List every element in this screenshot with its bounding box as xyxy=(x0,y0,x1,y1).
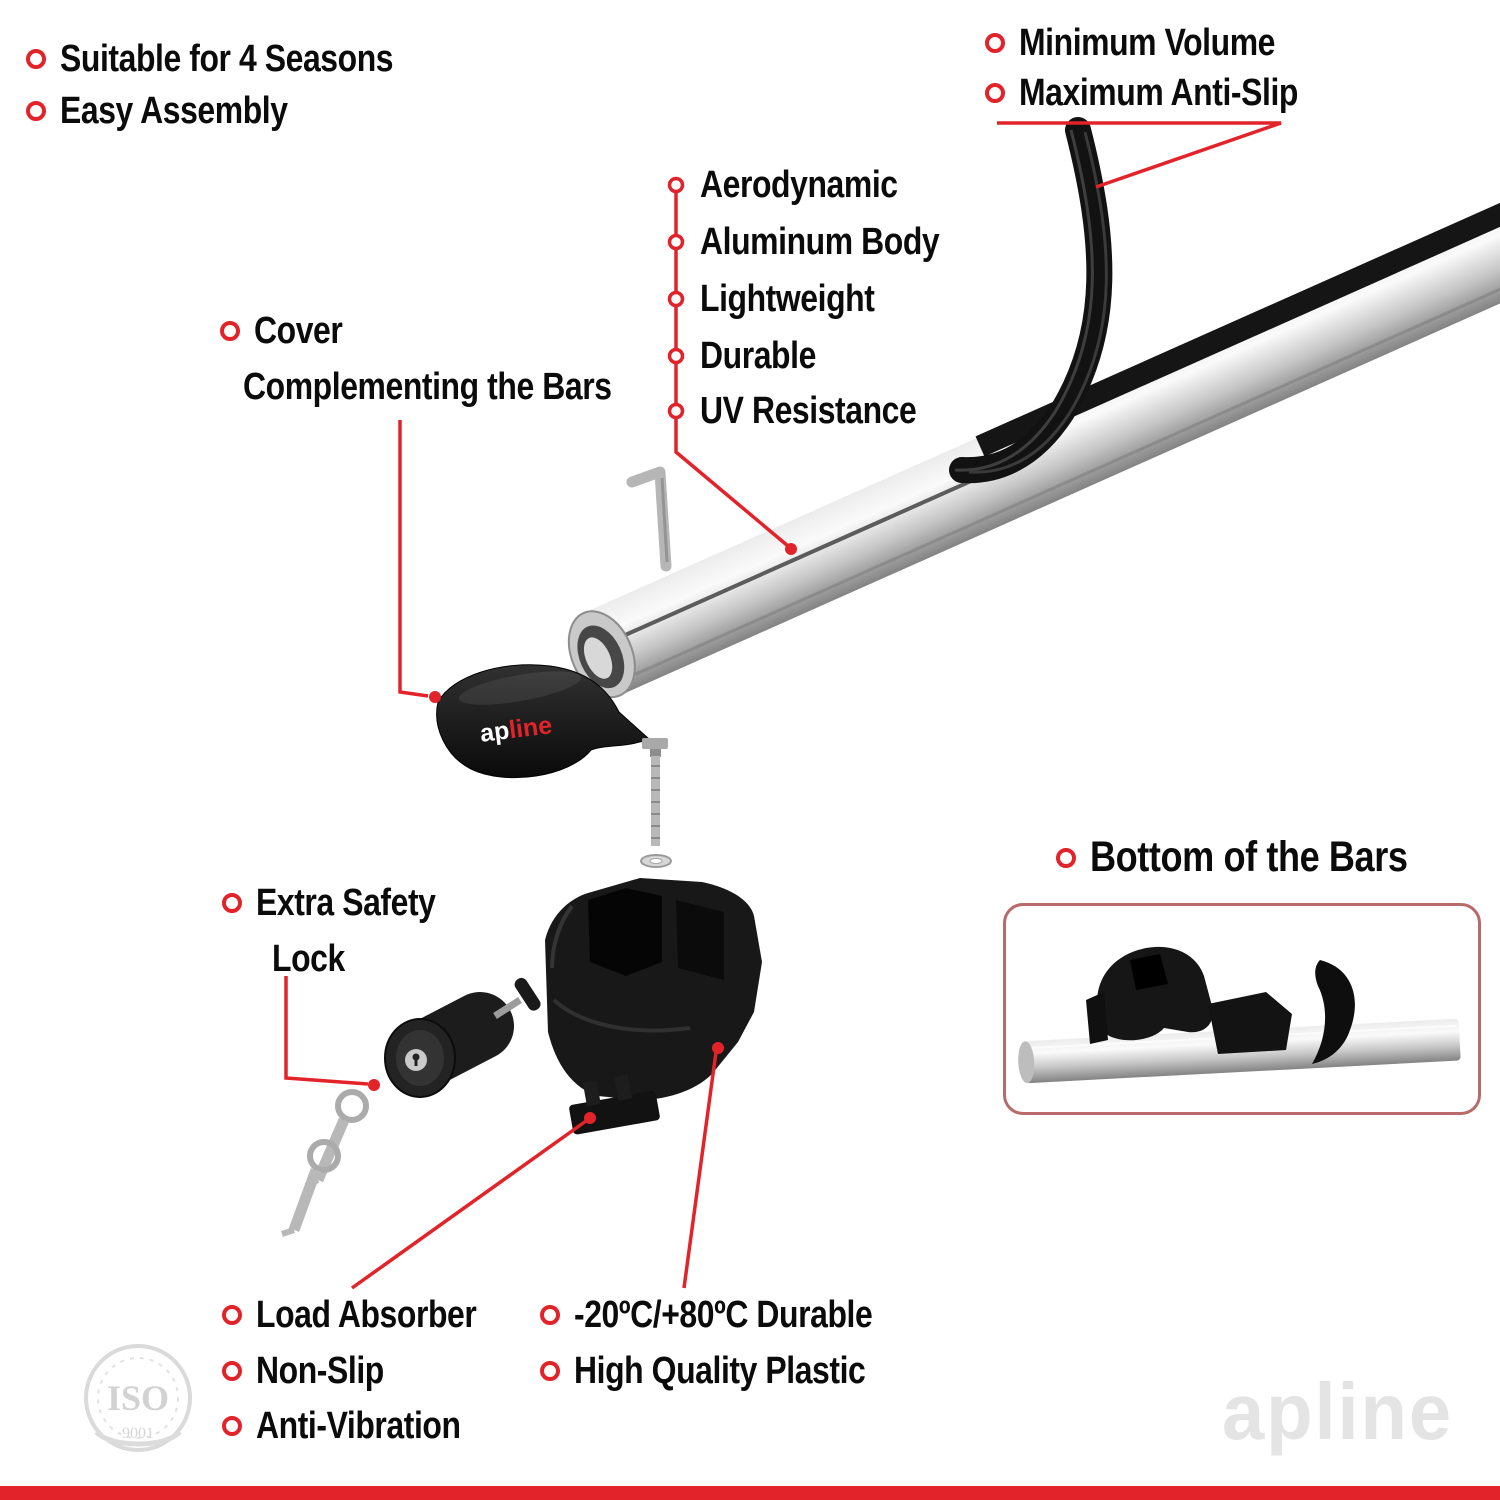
leader-cover xyxy=(398,420,429,698)
bullet-aluminum xyxy=(667,233,685,251)
foot-clamp-facet xyxy=(552,998,691,1033)
leader-load-absorber xyxy=(350,1119,588,1290)
rubber-strip-rib2 xyxy=(968,131,1108,474)
leader-durable xyxy=(682,1051,718,1289)
inset-clamp-head xyxy=(1097,946,1213,1041)
roof-bar-body xyxy=(581,101,1500,697)
foot-clamp-slot xyxy=(676,900,724,980)
bolt-threads xyxy=(651,765,660,839)
leader-dots xyxy=(368,543,797,1124)
washer xyxy=(640,854,672,868)
allen-key xyxy=(626,466,672,572)
lock-pin xyxy=(493,997,522,1019)
roof-bar xyxy=(567,99,1500,699)
lock-keyhole-slot xyxy=(414,1058,418,1066)
inset-clamp-notch xyxy=(1130,954,1168,990)
bolt-collar xyxy=(650,749,661,757)
dot-pad xyxy=(584,1112,596,1124)
leader-antislip xyxy=(997,121,1282,189)
roof-bar-endcap-core xyxy=(583,637,613,679)
washer-hole xyxy=(649,858,663,864)
logo-ap: ap xyxy=(478,716,510,747)
roof-bar-groove xyxy=(612,452,1032,643)
safety-lock xyxy=(384,977,541,1098)
bullet-durable xyxy=(667,347,685,365)
iso-title: ISO xyxy=(107,1378,169,1418)
iso-badge-dashes xyxy=(97,1357,179,1439)
key1-ring xyxy=(335,1089,369,1123)
bar-cover-highlight xyxy=(458,671,582,705)
iso-badge-laurel xyxy=(94,1430,182,1447)
foot-clamp-edge xyxy=(550,904,574,969)
bottom-bars-inset-frame xyxy=(1003,903,1481,1115)
lock-pin-handle xyxy=(514,977,541,1011)
dot-clamp xyxy=(712,1042,724,1054)
key2-blade xyxy=(288,1168,322,1232)
bottom-bars-inset xyxy=(1018,946,1461,1084)
dot-bar xyxy=(785,543,797,555)
iso-badge: ISO 9001 xyxy=(84,1344,192,1452)
leader-bar-features xyxy=(674,184,790,548)
bar-cover: apline xyxy=(436,664,650,779)
bar-cover-shape xyxy=(436,664,650,779)
logo-line: line xyxy=(507,711,553,744)
key2-tooth xyxy=(281,1227,295,1237)
allen-key-shade xyxy=(660,477,669,563)
key2-ring xyxy=(307,1139,341,1173)
bottom-red-strip xyxy=(0,1486,1500,1500)
inset-rubber-flap xyxy=(1312,960,1355,1064)
allen-key-shape xyxy=(626,466,672,572)
iso-number: 9001 xyxy=(122,1425,154,1442)
foot-clamp-channel xyxy=(588,888,662,976)
inset-clamp-hook xyxy=(1086,992,1108,1044)
pad-nub-left xyxy=(582,1080,601,1107)
lock-keyhole-top xyxy=(412,1053,420,1061)
pad-nub-right xyxy=(614,1074,633,1101)
iso-badge-ring xyxy=(84,1344,192,1452)
foot-clamp xyxy=(545,878,762,1100)
bullet-lightweight xyxy=(667,290,685,308)
bullet-uv xyxy=(667,402,685,420)
bar-cover-logo: apline xyxy=(478,711,553,748)
rubber-strip-body xyxy=(949,117,1113,484)
roof-bar-lower-edge xyxy=(628,170,1500,679)
leader-lines xyxy=(284,121,1282,1290)
inset-bar-end xyxy=(1018,1041,1035,1084)
feature-bullets xyxy=(667,176,685,420)
rubber-strip-rib xyxy=(954,129,1094,472)
bolt xyxy=(642,738,668,846)
roof-bar-strip-channel xyxy=(975,99,1500,457)
dot-lock xyxy=(368,1079,380,1091)
inset-foot-block xyxy=(1208,992,1292,1054)
keys xyxy=(281,1089,369,1237)
dot-cover xyxy=(429,691,441,703)
bolt-head xyxy=(642,738,668,749)
rubber-strip xyxy=(949,117,1113,484)
bullet-aerodynamic xyxy=(667,176,685,194)
leader-safety-lock xyxy=(284,976,369,1086)
